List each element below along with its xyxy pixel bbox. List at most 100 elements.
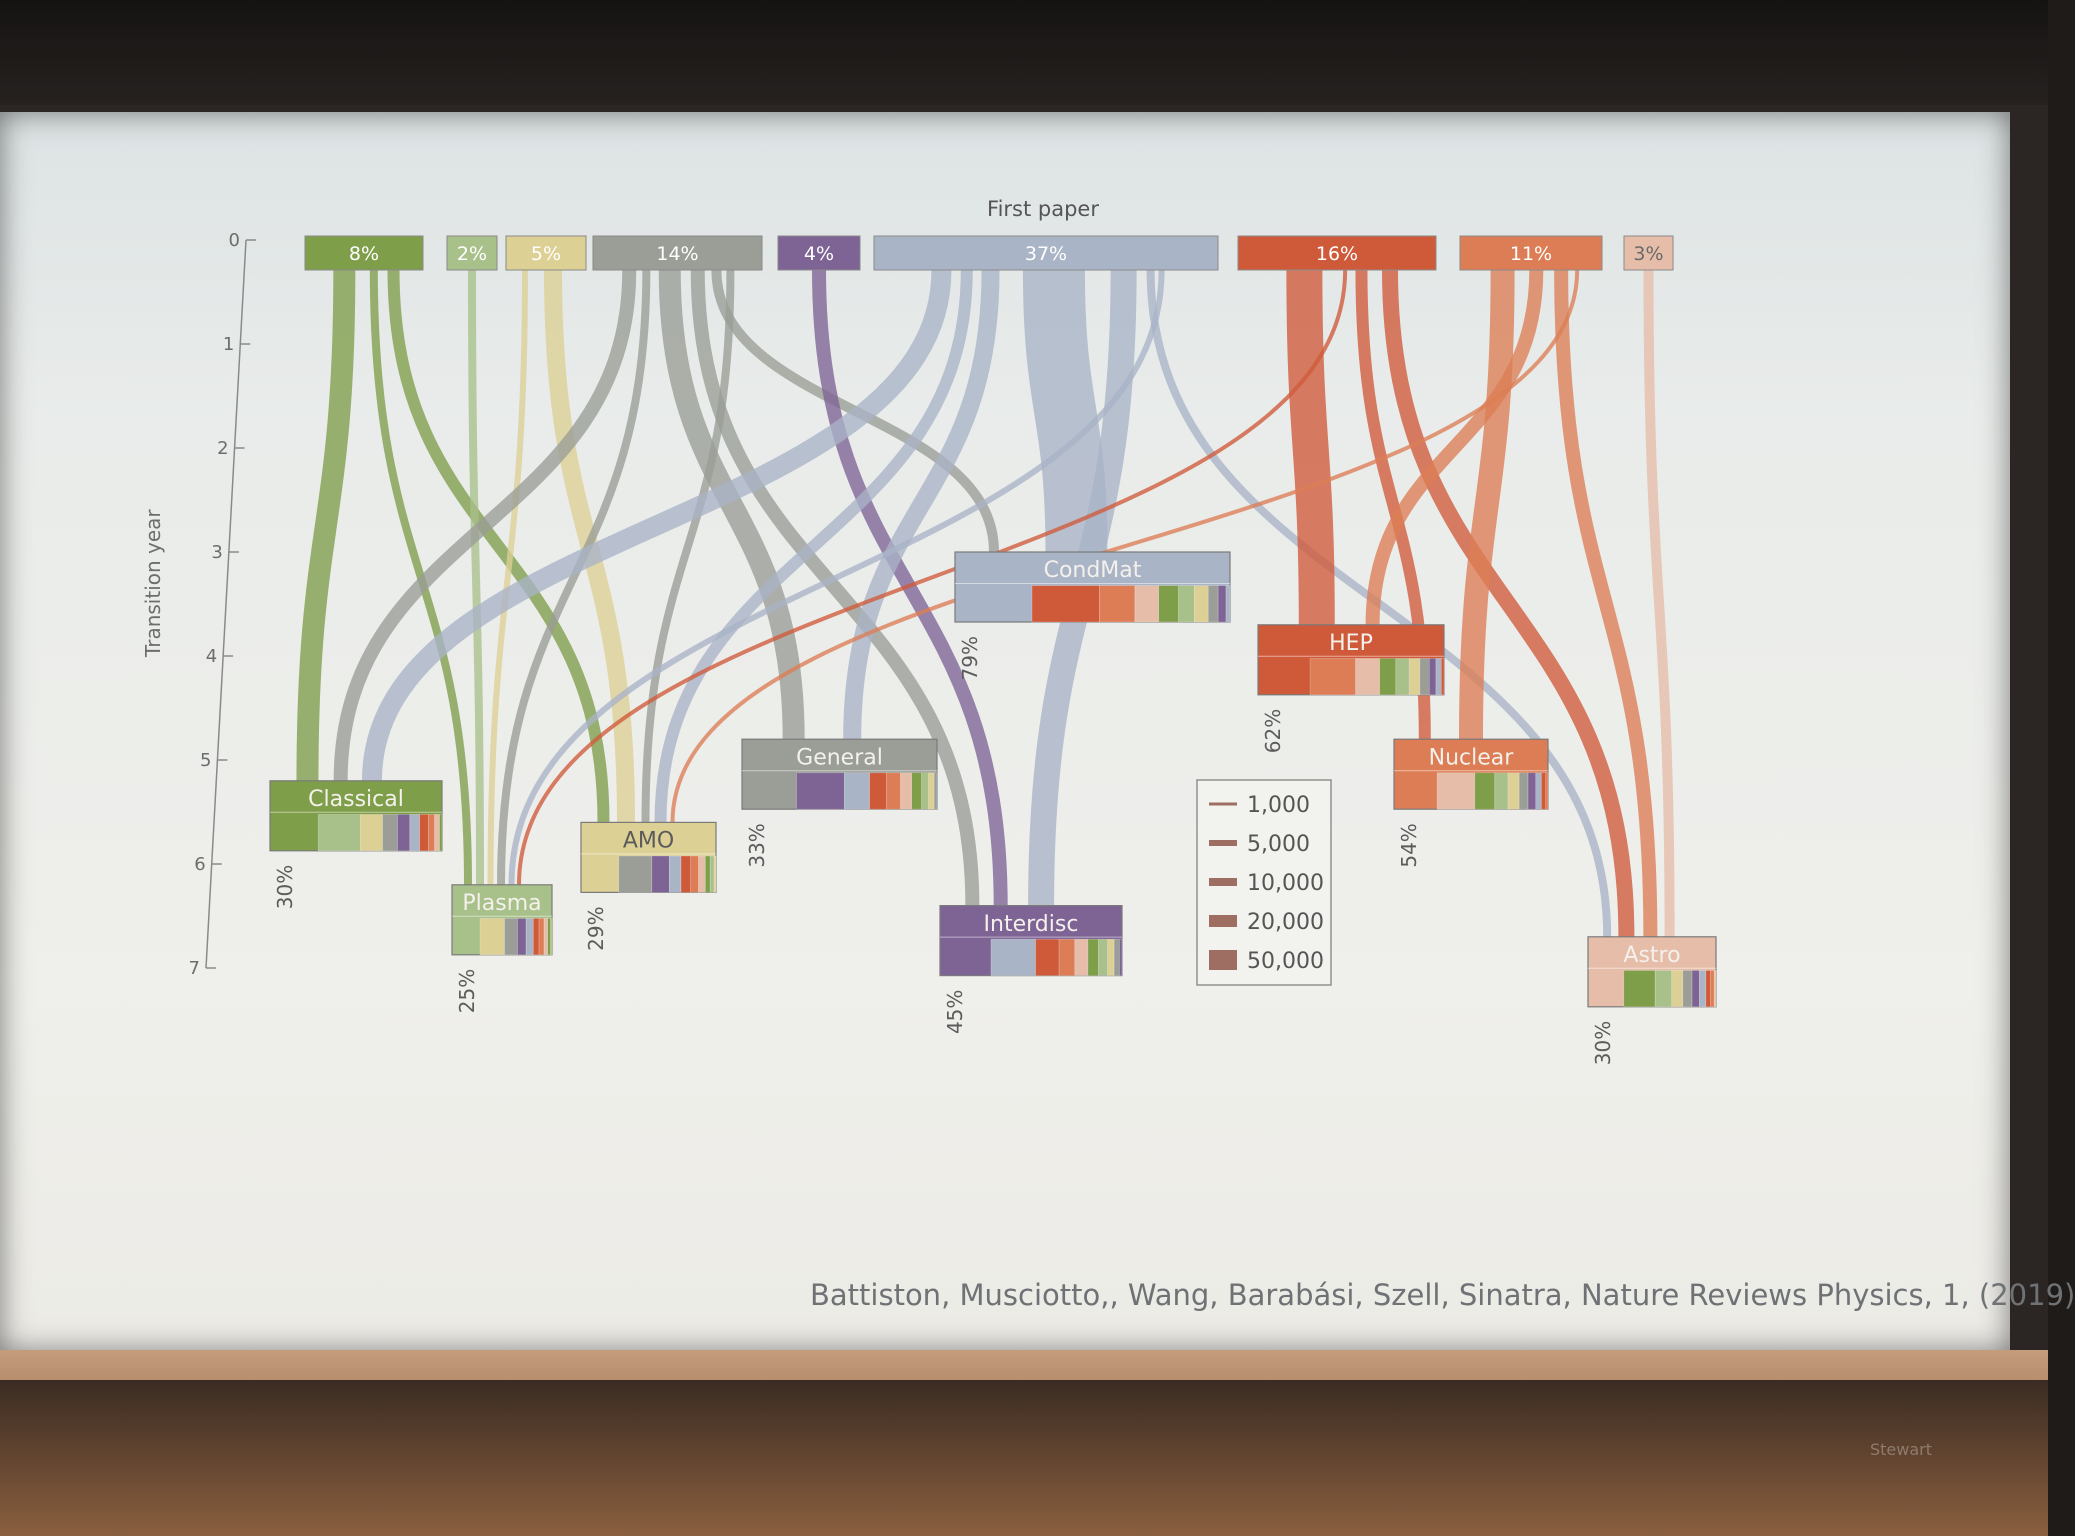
field-nodes: Classical30%Plasma25%AMO29%General33%Int… xyxy=(269,551,1717,1065)
room-background-bottom xyxy=(0,1380,2048,1536)
node-strip-interdisc-0 xyxy=(990,938,1036,976)
node-strip-hep-0 xyxy=(1309,658,1356,696)
node-label-hep: HEP xyxy=(1329,631,1373,656)
y-tick-label-5: 5 xyxy=(200,750,211,771)
node-strip-hep-6 xyxy=(1428,658,1437,696)
node-strip-plasma-6 xyxy=(543,918,548,956)
top-bar-amo xyxy=(505,235,587,271)
top-share-nuclear: 11% xyxy=(1510,243,1552,265)
node-strip-general-0 xyxy=(796,772,845,810)
flow-condmat-to-plasma xyxy=(508,269,1165,885)
node-strip-astro-4 xyxy=(1691,970,1700,1008)
top-bar-general xyxy=(592,235,763,271)
y-tick-label-3: 3 xyxy=(211,542,222,563)
node-strip-condmat-1 xyxy=(1099,585,1136,623)
node-strip-nuclear-8 xyxy=(1545,772,1549,810)
top-share-general: 14% xyxy=(656,243,698,265)
node-strip-nuclear-0 xyxy=(1436,772,1476,810)
node-strip-general-3 xyxy=(886,772,901,810)
node-strip-astro-8 xyxy=(1713,970,1717,1008)
node-strip-interdisc-3 xyxy=(1074,938,1089,976)
node-strip-hep-1 xyxy=(1355,658,1381,696)
flow-condmat-to-classical xyxy=(361,269,952,781)
flow-condmat-to-condmat xyxy=(1022,269,1108,553)
node-strip-classical-4 xyxy=(409,814,421,852)
node-strip-classical-0 xyxy=(317,814,361,852)
retention-plasma: 25% xyxy=(455,969,479,1013)
node-strip-nuclear-1 xyxy=(1474,772,1496,810)
top-share-hep: 16% xyxy=(1316,243,1358,265)
node-label-amo: AMO xyxy=(623,829,674,854)
node-label-nuclear: Nuclear xyxy=(1429,745,1515,770)
node-strip-classical-5 xyxy=(419,814,429,852)
node-strip-nuclear-3 xyxy=(1507,772,1520,810)
flow-nuclear-to-nuclear xyxy=(1459,269,1515,740)
top-share-condmat: 37% xyxy=(1025,243,1067,265)
flow-condmat-to-general xyxy=(843,269,1000,740)
node-strip-nuclear-6 xyxy=(1535,772,1542,810)
node-strip-condmat-0 xyxy=(1031,585,1100,623)
node-label-astro: Astro xyxy=(1623,943,1680,968)
node-strip-interdisc-2 xyxy=(1058,938,1076,976)
node-strip-amo-7 xyxy=(709,855,715,893)
top-bar-condmat xyxy=(873,235,1219,271)
y-axis-line xyxy=(205,239,247,969)
node-strip-condmat-6 xyxy=(1207,585,1219,623)
retention-general: 33% xyxy=(745,823,769,867)
node-strip-condmat-8 xyxy=(1225,585,1231,623)
node-strip-plasma-8 xyxy=(550,918,553,956)
node-strip-hep-3 xyxy=(1395,658,1410,696)
node-strip-amo-1 xyxy=(651,855,670,893)
retention-interdisc: 45% xyxy=(943,990,967,1034)
top-share-plasma: 2% xyxy=(457,243,487,265)
node-strip-astro-1 xyxy=(1654,970,1673,1008)
top-share-astro: 3% xyxy=(1633,243,1663,265)
retention-classical: 30% xyxy=(273,865,297,909)
node-strip-classical-1 xyxy=(359,814,383,852)
node-strip-interdisc-4 xyxy=(1087,938,1099,976)
node-label-interdisc: Interdisc xyxy=(984,912,1079,937)
y-tick-label-4: 4 xyxy=(206,646,217,667)
node-strip-hep-5 xyxy=(1419,658,1430,696)
node-strip-amo-6 xyxy=(705,855,711,893)
node-strip-general-4 xyxy=(900,772,913,810)
legend-label-2: 10,000 xyxy=(1247,871,1324,896)
flow-general-to-plasma xyxy=(497,269,651,885)
screen-brand-label: Stewart xyxy=(1870,1440,1933,1459)
legend-label-1: 5,000 xyxy=(1247,832,1310,857)
node-strip-astro-6 xyxy=(1705,970,1711,1008)
node-strip-interdisc-5 xyxy=(1098,938,1108,976)
y-tick-label-2: 2 xyxy=(217,438,228,459)
node-strip-amo-0 xyxy=(618,855,653,893)
node-strip-plasma-3 xyxy=(525,918,534,956)
node-strip-general-7 xyxy=(928,772,935,810)
flow-general-to-amo xyxy=(641,269,735,823)
flow-classical-to-classical xyxy=(296,269,356,781)
node-strip-condmat-2 xyxy=(1134,585,1160,623)
node-strip-general-5 xyxy=(911,772,922,810)
flow-nuclear-to-astro xyxy=(1554,269,1658,937)
node-strip-hep-4 xyxy=(1408,658,1421,696)
first-paper-bars: 8%2%5%14%4%37%16%11%3% xyxy=(304,235,1674,271)
node-strip-hep-2 xyxy=(1379,658,1397,696)
top-share-interdisc: 4% xyxy=(804,243,834,265)
node-strip-hep-8 xyxy=(1441,658,1445,696)
flow-nuclear-to-hep xyxy=(1365,269,1544,625)
node-strip-classical-6 xyxy=(428,814,435,852)
node-strip-general-6 xyxy=(921,772,929,810)
node-strip-amo-5 xyxy=(698,855,706,893)
node-strip-condmat-7 xyxy=(1217,585,1227,623)
node-strip-general-8 xyxy=(933,772,938,810)
top-share-classical: 8% xyxy=(349,243,379,265)
top-bar-classical xyxy=(304,235,424,271)
node-label-plasma: Plasma xyxy=(462,891,541,916)
y-tick-label-7: 7 xyxy=(189,958,200,979)
y-tick-label-1: 1 xyxy=(223,334,234,355)
node-strip-astro-0 xyxy=(1623,970,1656,1008)
retention-hep: 62% xyxy=(1261,709,1285,753)
flow-plasma-to-plasma xyxy=(468,269,484,885)
retention-nuclear: 54% xyxy=(1397,823,1421,867)
top-bar-interdisc xyxy=(777,235,861,271)
